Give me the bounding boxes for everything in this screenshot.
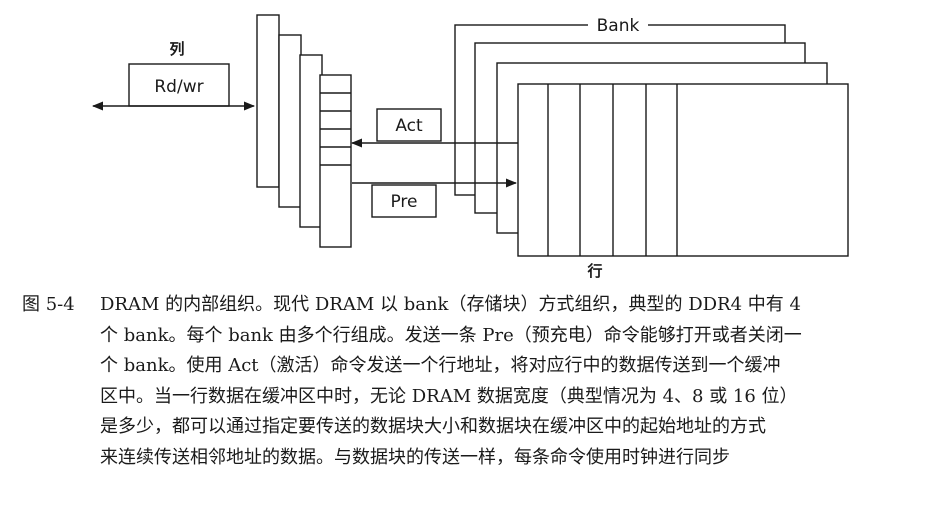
buffer-layer-3 [299,54,323,228]
row-label: 行 [586,262,602,280]
bank-label: Bank [597,16,640,36]
row-buffer-stack [256,14,352,248]
dram-organization-diagram: Bank 列 Rd/wr Act Pre 行 [91,14,849,280]
buffer-layer-front [319,74,352,248]
pre-label: Pre [390,192,417,212]
bank-layer-front [517,83,849,257]
caption-body: DRAM 的内部组织。现代 DRAM 以 bank（存储块）方式组织，典型的 D… [100,290,937,473]
bank-stack [454,24,849,257]
rdwr-label: Rd/wr [154,77,203,97]
caption-line: 是多少，都可以通过指定要传送的数据块大小和数据块在缓冲区中的起始地址的方式 [100,416,766,437]
act-box [376,108,442,142]
column-label: 列 [169,40,184,58]
pre-box [371,184,437,218]
caption-line: DRAM 的内部组织。现代 DRAM 以 bank（存储块）方式组织，典型的 D… [100,294,801,315]
act-label: Act [395,116,423,136]
buffer-cell-dividers [320,92,351,166]
buffer-layer-1 [256,14,280,188]
caption-line: 区中。当一行数据在缓冲区中时，无论 DRAM 数据宽度（典型情况为 4、8 或 … [100,385,798,407]
figure-caption: 图 5-4 DRAM 的内部组织。现代 DRAM 以 bank（存储块）方式组织… [22,290,937,473]
caption-line: 来连续传送相邻地址的数据。与数据块的传送一样，每条命令使用时钟进行同步 [100,446,730,468]
buffer-layer-2 [278,34,302,208]
caption-line: 个 bank。使用 Act（激活）命令发送一个行地址，将对应行中的数据传送到一个… [100,355,781,376]
caption-figure-number: 图 5-4 [22,294,75,315]
bank-column-dividers [547,84,678,256]
caption-line: 个 bank。每个 bank 由多个行组成。发送一条 Pre（预充电）命令能够打… [100,324,802,346]
